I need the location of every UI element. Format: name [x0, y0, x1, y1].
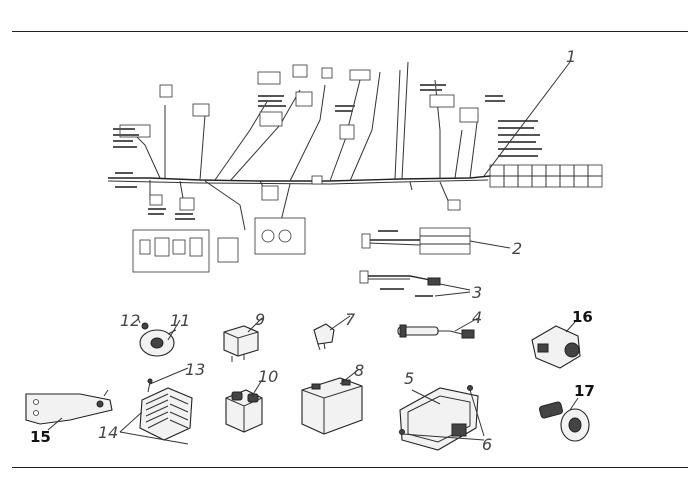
bottom-rule	[12, 467, 688, 468]
callout-2-leader	[469, 240, 511, 249]
callout-10-leader	[251, 379, 263, 397]
sensor-4	[397, 324, 475, 339]
callout-16: 16	[572, 308, 593, 326]
sub-harness-2	[361, 227, 471, 255]
starter-relay-10	[225, 389, 263, 433]
sensor-17	[538, 401, 590, 442]
main-wiring-harness	[107, 61, 603, 273]
relay-7	[313, 323, 335, 351]
callout-1: 1	[566, 47, 576, 66]
callout-10: 10	[258, 367, 278, 386]
callout-9-leader	[247, 317, 263, 333]
callout-14-leader	[119, 411, 189, 445]
sensor-16	[531, 325, 581, 369]
cable-3	[359, 270, 441, 297]
callout-1-leader	[483, 61, 571, 177]
regulator-14	[139, 387, 193, 441]
callout-4: 4	[472, 308, 482, 327]
callout-7: 7	[345, 310, 356, 329]
relay-9	[223, 325, 259, 362]
callout-9: 9	[255, 310, 265, 329]
callout-3: 3	[472, 283, 482, 302]
callout-13: 13	[185, 360, 205, 379]
bolt-12	[141, 322, 149, 330]
callout-6-leader	[401, 389, 485, 441]
connector-table	[489, 120, 603, 188]
callout-17-leader	[569, 397, 579, 411]
callout-3-leader	[439, 283, 471, 291]
horn-11	[139, 329, 177, 357]
top-rule	[12, 31, 688, 32]
callout-14: 14	[98, 423, 118, 442]
detail-inset	[132, 217, 306, 273]
callout-15: 15	[30, 428, 51, 446]
callout-15-leader	[47, 417, 63, 431]
callout-4-leader	[454, 317, 479, 332]
callout-11-leader	[167, 319, 181, 341]
callout-12-leader	[137, 317, 141, 324]
callout-8: 8	[354, 361, 364, 380]
callout-7-leader	[329, 315, 351, 331]
callout-5-leader	[411, 389, 441, 405]
callout-16-leader	[565, 321, 576, 333]
callout-5: 5	[404, 369, 414, 388]
callout-13-leader	[149, 367, 189, 385]
bracket-15	[25, 389, 113, 425]
callout-12: 12	[120, 311, 140, 330]
battery-8	[301, 377, 363, 435]
callout-2: 2	[512, 239, 522, 258]
callout-8-leader	[339, 369, 359, 385]
callout-17: 17	[574, 382, 595, 400]
ecu-5	[399, 387, 479, 451]
callout-11: 11	[170, 311, 190, 330]
bolt-13	[147, 378, 153, 393]
callout-6: 6	[482, 435, 492, 454]
